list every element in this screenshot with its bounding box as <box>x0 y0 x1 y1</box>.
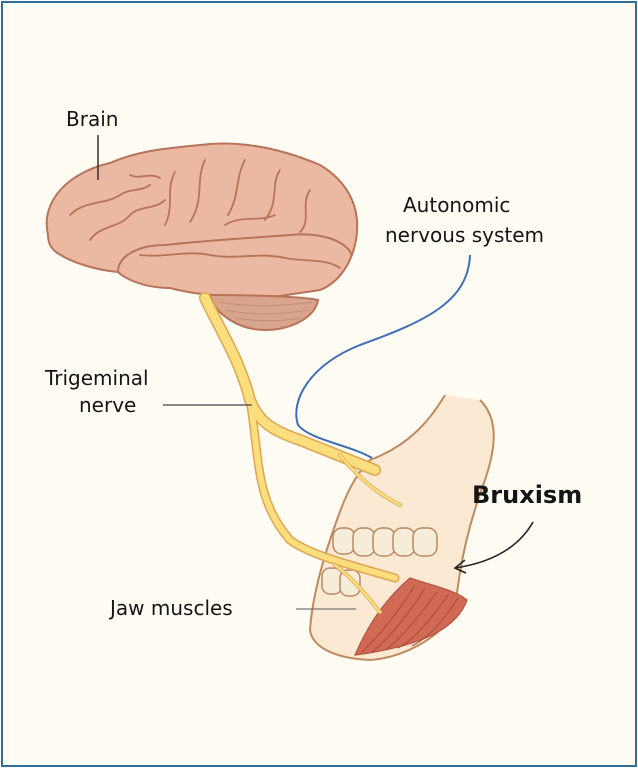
brain-gyri <box>69 159 341 269</box>
label-autonomic-line2: nervous system <box>385 223 544 247</box>
label-trigeminal-line1: Trigeminal <box>44 366 149 390</box>
cerebellum <box>208 293 320 332</box>
cerebellum-folds <box>219 301 313 322</box>
trigeminal-nerve <box>199 292 402 614</box>
label-trigeminal-line2: nerve <box>79 393 136 417</box>
label-jaw-muscles: Jaw muscles <box>108 596 233 620</box>
label-bruxism: Bruxism <box>472 481 582 509</box>
brain-temporal-lobe <box>117 233 353 273</box>
bruxism-arrow <box>454 521 534 569</box>
muscle-fibers <box>361 584 459 653</box>
brain-illustration <box>45 142 359 332</box>
jaw-region <box>308 394 495 662</box>
label-brain: Brain <box>66 107 118 131</box>
label-autonomic-line1: Autonomic <box>403 193 510 217</box>
lower-teeth <box>321 567 361 597</box>
autonomic-nerve-line <box>295 254 471 459</box>
arrow-head-icon <box>453 559 467 574</box>
upper-teeth <box>332 527 438 557</box>
